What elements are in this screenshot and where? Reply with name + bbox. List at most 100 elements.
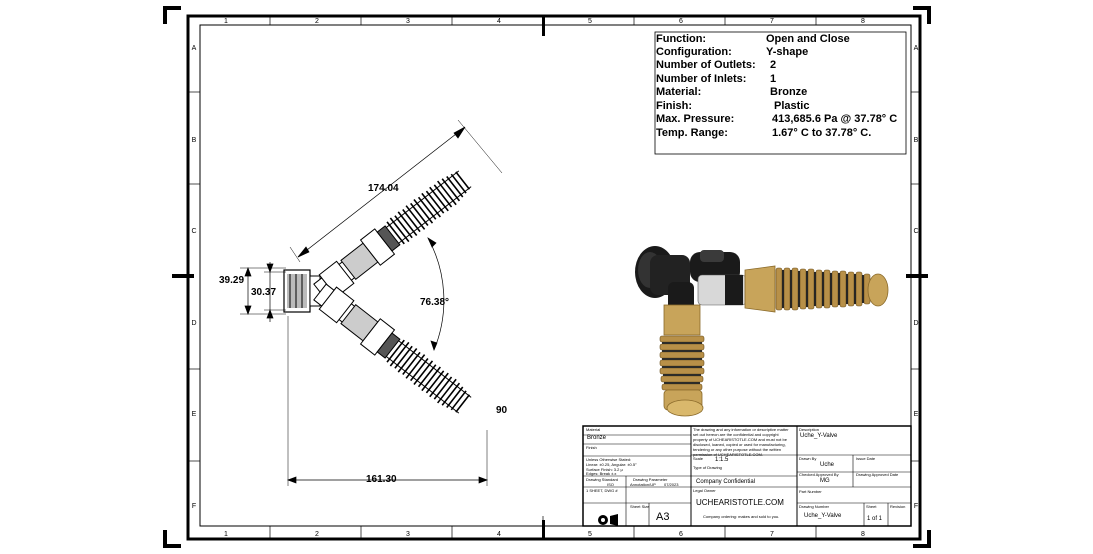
- dimension-lines: [240, 119, 503, 486]
- spec-label: Max. Pressure:: [656, 113, 735, 125]
- tb-type-label: Type of Drawing: [693, 465, 722, 470]
- dim-height-inner: 30.37: [251, 287, 277, 298]
- zone-col-1-bottom: 1: [224, 531, 228, 538]
- spec-row-outlets: Number of Outlets: 2: [656, 59, 906, 72]
- tb-note-3: Surface Finish: 3.2 μ: [586, 467, 623, 472]
- tb-size-label: Sheet Size: [630, 504, 650, 509]
- tb-disclaimer: The drawing and any information or descr…: [693, 427, 789, 457]
- zone-col-4: 4: [497, 18, 501, 25]
- tb-note-1: Unless Otherwise Stated:: [586, 457, 632, 462]
- zone-col-5: 5: [588, 18, 592, 25]
- tb-date: 07/2023: [664, 482, 679, 487]
- spec-label: Temp. Range:: [656, 127, 728, 139]
- tb-checked-label: Checked Approved By: [799, 472, 839, 477]
- zone-col-2: 2: [315, 18, 319, 25]
- zone-row-d: D: [191, 320, 196, 327]
- spec-value: Open and Close: [766, 33, 850, 45]
- y-valve-drawing: [283, 170, 472, 414]
- spec-row-material: Material: Bronze: [656, 86, 906, 99]
- spec-label: Finish:: [656, 100, 693, 112]
- zone-row-a-right: A: [914, 45, 919, 52]
- zone-ticks: [188, 16, 920, 539]
- zone-row-a: A: [192, 45, 197, 52]
- spec-label: Material:: [656, 86, 702, 98]
- tb-tolerance-label: Drawing Parameter: [633, 477, 668, 482]
- tb-std-label: Drawing Standard: [586, 477, 619, 482]
- tb-drawn: Uche: [820, 462, 835, 468]
- spec-label: Number of Inlets:: [656, 73, 747, 85]
- tb-description-label: Description: [799, 427, 820, 432]
- tb-parameter: Annotation/UP: [630, 482, 656, 487]
- spec-row-temp-range: Temp. Range: 1.67° C to 37.78° C.: [656, 127, 906, 140]
- tb-company: UCHEARISTOTLE.COM: [696, 498, 784, 507]
- spec-row-inlets: Number of Inlets: 1: [656, 73, 906, 86]
- zone-row-e: E: [192, 411, 197, 418]
- spec-value: 1: [770, 73, 777, 85]
- zone-col-1: 1: [224, 18, 228, 25]
- tb-checked: MG: [820, 478, 830, 484]
- tb-scale-label: Scale: [693, 456, 704, 461]
- tb-material: Bronze: [587, 435, 607, 441]
- spec-value: Y-shape: [766, 46, 809, 58]
- spec-box: [654, 31, 907, 155]
- corner-marks: [163, 6, 931, 548]
- zone-row-c: C: [191, 228, 196, 235]
- zone-row-f: F: [192, 503, 196, 510]
- isometric-valve-render: [635, 246, 889, 417]
- dim-bottom-length: 161.30: [366, 474, 397, 485]
- tb-drawing-label: Drawing Number: [799, 504, 830, 509]
- tb-company-note: Company ordering: makes and sold to you.: [703, 514, 780, 519]
- tb-sheet-label: Sheet: [866, 504, 877, 509]
- dim-partial: 90: [496, 405, 508, 416]
- tb-legal-label: Legal Owner: [693, 488, 716, 493]
- tb-finish-label: Finish: [586, 445, 597, 450]
- tb-revision-label: Revision: [890, 504, 906, 509]
- dim-diag-length: 174.04: [368, 183, 399, 194]
- spec-value: 413,685.6 Pa @ 37.78° C: [772, 113, 898, 125]
- zone-col-3: 3: [406, 18, 410, 25]
- zone-col-3-bottom: 3: [406, 531, 410, 538]
- tb-confidential: Company Confidential: [696, 479, 756, 485]
- zone-row-f-right: F: [914, 503, 918, 510]
- zone-row-b-right: B: [914, 137, 919, 144]
- zone-labels: 1 2 3 4 5 6 7 8 1 2 3 4 5 6 7 8 A B C D …: [191, 18, 918, 538]
- zone-col-8-bottom: 8: [861, 531, 865, 538]
- dim-angle: 76.38°: [420, 297, 450, 308]
- tb-drawing-number: Uche_Y-Valve: [804, 513, 842, 519]
- dim-height-outer: 39.29: [219, 275, 245, 286]
- spec-row-function: Function: Open and Close: [656, 33, 906, 46]
- tb-material-label: Material: [586, 427, 601, 432]
- spec-value: Bronze: [770, 86, 808, 98]
- tb-drawn-label: Drawn By: [799, 456, 817, 461]
- spec-table: Function: Open and Close Configuration: …: [656, 32, 906, 154]
- spec-value: 2: [770, 59, 777, 71]
- spec-row-configuration: Configuration: Y-shape: [656, 46, 906, 59]
- zone-col-8: 8: [861, 18, 865, 25]
- title-block-grid: [582, 425, 912, 527]
- projection-symbol: [598, 514, 618, 526]
- tb-size: A3: [656, 511, 670, 523]
- zone-col-4-bottom: 4: [497, 531, 501, 538]
- spec-row-finish: Finish: Plastic: [656, 100, 906, 113]
- spec-label: Number of Outlets:: [656, 59, 756, 71]
- zone-col-6-bottom: 6: [679, 531, 683, 538]
- spec-label: Configuration:: [656, 46, 732, 58]
- tb-scale: 1:1.5: [715, 457, 729, 463]
- tb-description: Uche_Y-Valve: [800, 433, 838, 439]
- tb-note-2: Linear: ±0.25, Angular: ±0.5°: [586, 462, 637, 467]
- zone-row-b: B: [192, 137, 197, 144]
- spec-label: Function:: [656, 33, 707, 45]
- spec-value: 1.67° C to 37.78° C.: [772, 127, 872, 139]
- tb-part-label: Part Number: [799, 489, 822, 494]
- zone-col-2-bottom: 2: [315, 531, 319, 538]
- spec-row-max-pressure: Max. Pressure: 413,685.6 Pa @ 37.78° C: [656, 113, 906, 126]
- zone-col-6: 6: [679, 18, 683, 25]
- zone-row-e-right: E: [914, 411, 919, 418]
- zone-row-d-right: D: [913, 320, 918, 327]
- tb-sheet: 1 of 1: [867, 516, 883, 522]
- zone-col-7-bottom: 7: [770, 531, 774, 538]
- spec-value: Plastic: [774, 100, 810, 112]
- tb-wrapper-label: 1 SHEET, DWG #: [586, 488, 618, 493]
- centering-marks: [172, 16, 928, 540]
